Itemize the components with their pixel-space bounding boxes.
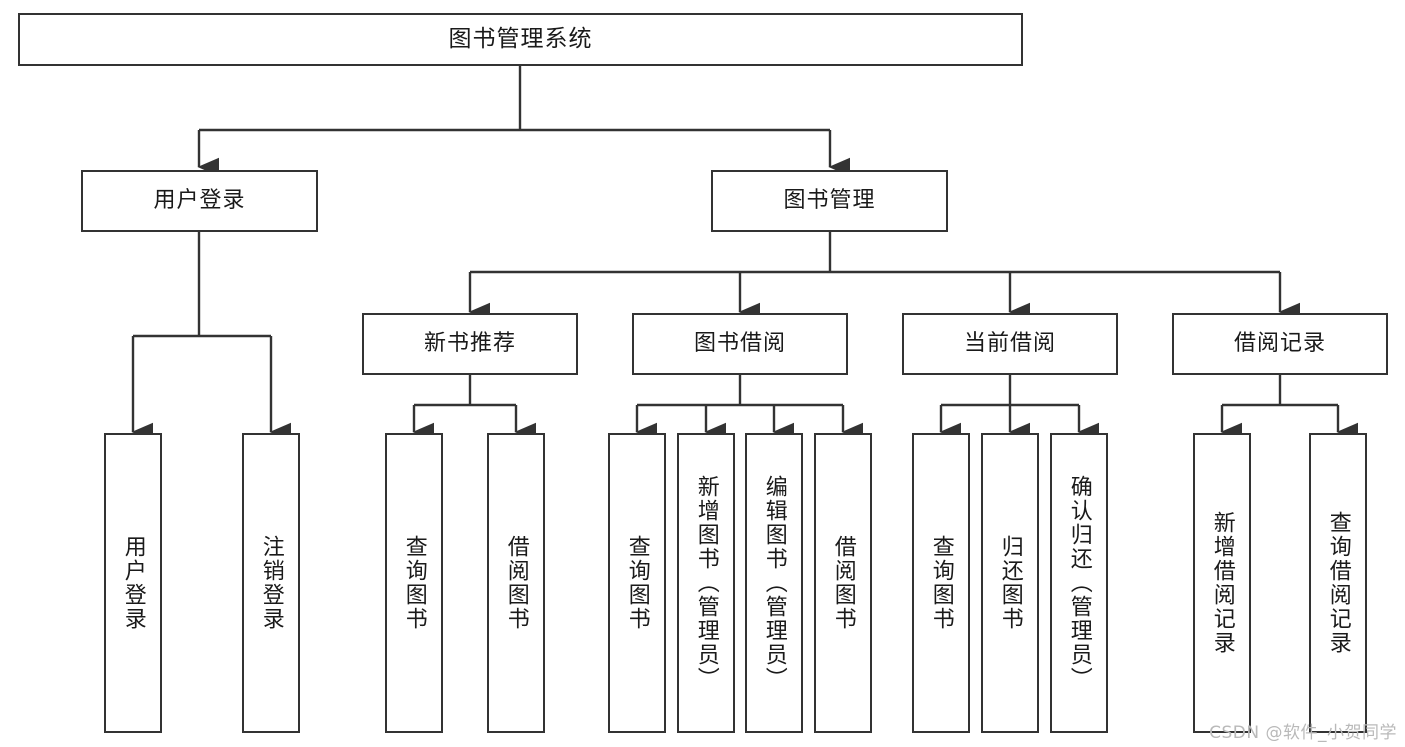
- node-book-manage[interactable]: 图书管理: [711, 170, 948, 232]
- node-borrow-record[interactable]: 借阅记录: [1172, 313, 1388, 375]
- leaf-add-book[interactable]: 新增图书（管理员）: [677, 433, 735, 733]
- leaf-label: 借阅图书: [830, 535, 856, 631]
- leaf-logout[interactable]: 注销登录: [242, 433, 300, 733]
- edges-bookmanage-to-level3: [468, 232, 1301, 322]
- edges-root-to-level2: [197, 66, 851, 177]
- node-user-login[interactable]: 用户登录: [81, 170, 318, 232]
- leaf-edit-book[interactable]: 编辑图书（管理员）: [745, 433, 803, 733]
- leaf-add-record[interactable]: 新增借阅记录: [1193, 433, 1251, 733]
- edges-newbook-to-leaves: [412, 375, 537, 442]
- leaf-label: 查询借阅记录: [1325, 511, 1351, 655]
- leaf-user-login[interactable]: 用户登录: [104, 433, 162, 733]
- node-current-borrow[interactable]: 当前借阅: [902, 313, 1118, 375]
- leaf-label: 新增图书（管理员）: [693, 475, 719, 691]
- watermark-text: CSDN @软件_小贺同学: [1209, 723, 1397, 743]
- node-book-borrow[interactable]: 图书借阅: [632, 313, 848, 375]
- leaf-label: 查询图书: [928, 535, 954, 631]
- leaf-query-book-2[interactable]: 查询图书: [608, 433, 666, 733]
- leaf-label: 查询图书: [401, 535, 427, 631]
- leaf-label: 编辑图书（管理员）: [761, 475, 787, 691]
- node-new-book-recommend[interactable]: 新书推荐: [362, 313, 578, 375]
- leaf-label: 新增借阅记录: [1209, 511, 1235, 655]
- edges-userlogin-to-leaves: [131, 232, 292, 442]
- edges-bookborrow-to-leaves: [635, 375, 864, 442]
- leaf-query-book-3[interactable]: 查询图书: [912, 433, 970, 733]
- leaf-borrow-book-1[interactable]: 借阅图书: [487, 433, 545, 733]
- leaf-return-book[interactable]: 归还图书: [981, 433, 1039, 733]
- node-root-system[interactable]: 图书管理系统: [18, 13, 1023, 66]
- edges-currentborrow-to-leaves: [939, 375, 1100, 442]
- leaf-label: 借阅图书: [503, 535, 529, 631]
- leaf-query-book-1[interactable]: 查询图书: [385, 433, 443, 733]
- leaf-label: 注销登录: [258, 535, 284, 631]
- leaf-label: 用户登录: [120, 535, 146, 631]
- leaf-label: 查询图书: [624, 535, 650, 631]
- leaf-label: 确认归还（管理员）: [1066, 475, 1092, 691]
- leaf-confirm-return[interactable]: 确认归还（管理员）: [1050, 433, 1108, 733]
- edges-borrowrecord-to-leaves: [1220, 375, 1359, 442]
- leaf-borrow-book-2[interactable]: 借阅图书: [814, 433, 872, 733]
- leaf-query-record[interactable]: 查询借阅记录: [1309, 433, 1367, 733]
- leaf-label: 归还图书: [997, 535, 1023, 631]
